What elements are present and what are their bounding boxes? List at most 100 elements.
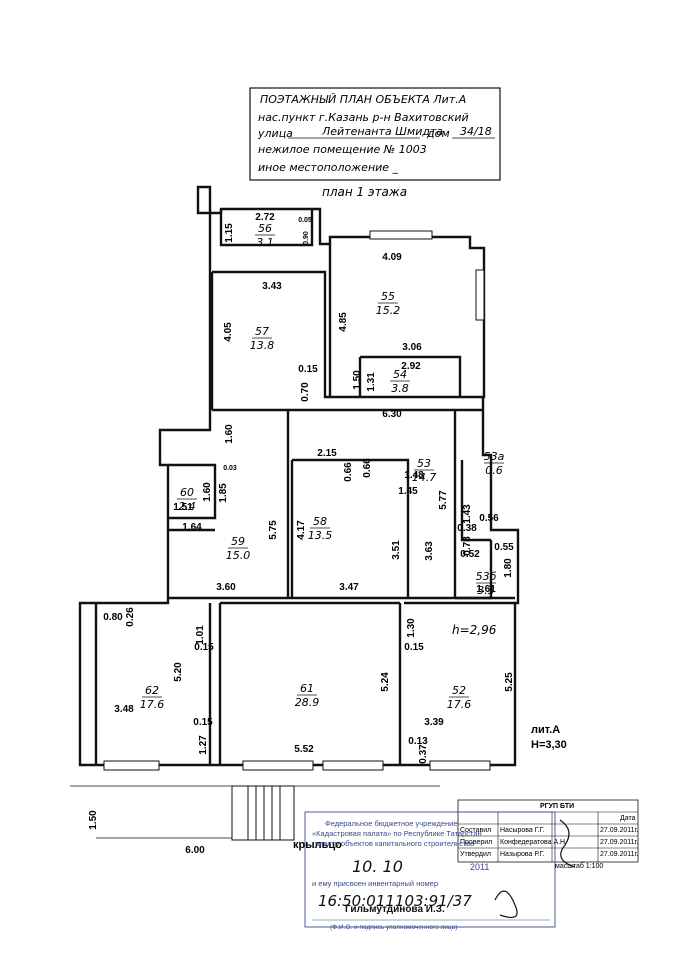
room-number: 61 <box>300 682 314 695</box>
dimension-label: 0.15 <box>194 642 214 653</box>
stamp-org: РГУП БТИ <box>540 803 574 810</box>
room-area: 17.6 <box>140 698 165 711</box>
stamp-role-3: Утвердил <box>460 851 491 858</box>
dimension-label: 5.20 <box>173 662 184 682</box>
dimension-label: 0.26 <box>125 607 136 627</box>
room-number: 59 <box>231 535 245 548</box>
dimension-label: 5.77 <box>438 490 449 510</box>
seal-handwritten-date: 10. 10 <box>352 857 403 876</box>
dimension-label: 2.92 <box>401 361 421 372</box>
room-area: 17.6 <box>447 698 472 711</box>
dimension-label: 0.66 <box>343 462 354 482</box>
room-number: 62 <box>145 684 159 697</box>
dimension-label: 0.56 <box>479 513 499 524</box>
stamp-date-2: 27.09.2011г. <box>600 839 638 846</box>
room-area: 2.4 <box>178 500 196 513</box>
dimension-label: 1.30 <box>406 618 417 638</box>
room-number: 53 <box>417 457 431 470</box>
dimension-label: 0.90 <box>303 231 310 245</box>
signature-mark-2 <box>494 890 518 918</box>
seal-line-1: Федеральное бюджетное учреждение <box>325 819 458 828</box>
dimension-label: 6.00 <box>185 845 205 856</box>
dimension-label: 1.51 <box>173 502 193 513</box>
header-house: 34/18 <box>460 125 492 138</box>
dimension-label: 0.78 <box>462 536 473 556</box>
seal-footer: (Ф.И.О. и подпись уполномоченного лица) <box>330 924 457 931</box>
dimension-label: 0.66 <box>362 458 373 478</box>
stamp-scale: масштаб 1:100 <box>555 862 603 870</box>
dimension-label: 0.80 <box>103 612 123 623</box>
dimension-label: 3.63 <box>424 541 435 561</box>
dimension-label: 2.72 <box>255 212 275 223</box>
room-area: 14.7 <box>412 471 437 484</box>
seal-signer: Гильмутдинова И.З. <box>345 904 445 915</box>
dimension-label: 1.31 <box>366 372 377 392</box>
dimension-label: 0.03 <box>223 465 237 472</box>
room-area: 15.2 <box>376 304 401 317</box>
dimension-label: 1.80 <box>503 558 514 578</box>
room-number: 52 <box>452 684 466 697</box>
dimension-label: 1.27 <box>198 735 209 755</box>
header-box: ПОЭТАЖНЫЙ ПЛАН ОБЪЕКТА Лит.А нас.пункт г… <box>249 87 501 181</box>
dimension-label: 0.15 <box>404 642 424 653</box>
building-walls <box>78 185 520 767</box>
stamp-date-3: 27.09.2011г. <box>600 851 638 858</box>
dimension-label: 1.50 <box>88 810 99 830</box>
header-street-prefix: улица <box>257 127 293 140</box>
room-area: 3.3 <box>477 584 495 597</box>
bti-stamp: РГУП БТИ Дата Составил Насырова Г.Г. 27.… <box>457 799 639 870</box>
dimension-label: 3.60 <box>216 582 236 593</box>
dimension-label: 1.45 <box>398 486 418 497</box>
dimension-label: 0.05 <box>298 217 312 224</box>
dimension-label: 0.38 <box>457 523 477 534</box>
windows <box>103 230 491 771</box>
dimension-label: 0.13 <box>408 736 428 747</box>
dimension-label: 4.85 <box>338 312 349 332</box>
dimension-label: 5.52 <box>294 744 314 755</box>
ceiling-height: h=2,96 <box>452 623 497 637</box>
room-number: 58 <box>313 515 327 528</box>
room-area: 13.8 <box>250 339 275 352</box>
dimension-label: 0.70 <box>300 382 311 402</box>
seal-line-3: реестр объектов капитального строительст… <box>315 839 475 848</box>
dimension-label: 5.24 <box>380 672 391 692</box>
dimension-label: 3.47 <box>339 582 359 593</box>
dimension-label: 3.51 <box>391 540 402 560</box>
dimension-label: 1.50 <box>352 370 363 390</box>
dimension-label: 0.15 <box>298 364 318 375</box>
header-other-location: иное местоположение _ <box>258 161 399 174</box>
signature-mark <box>559 819 576 868</box>
seal-number-label: и ему присвоен инвентарный номер <box>312 879 438 888</box>
dimension-label: 6.30 <box>382 409 402 420</box>
plan-title: план 1 этажа <box>322 185 407 199</box>
header-title: ПОЭТАЖНЫЙ ПЛАН ОБЪЕКТА Лит.А <box>260 93 466 106</box>
stamp-role-1: Составил <box>460 827 491 834</box>
room-labels: 563.15515.25713.8543.85314.753а0.6602.45… <box>140 222 505 711</box>
cadastral-seal: Федеральное бюджетное учреждение «Кадаст… <box>304 811 576 931</box>
room-number: 53а <box>484 450 505 463</box>
room-area: 13.5 <box>308 529 333 542</box>
dimension-label: 1.43 <box>462 504 473 524</box>
dimension-label: 0.52 <box>460 549 480 560</box>
lit-height: H=3,30 <box>531 739 567 751</box>
stamp-name-1: Насырова Г.Г. <box>500 827 545 834</box>
dimension-label: 0.15 <box>193 717 213 728</box>
porch <box>70 785 440 841</box>
dimension-label: 1.60 <box>224 424 235 444</box>
room-area: 0.6 <box>485 464 503 477</box>
seal-line-2: «Кадастровая палата» по Республике Татар… <box>312 829 482 838</box>
stamp-name-2: Конфедератова А.Н. <box>500 839 567 846</box>
dimension-label: 3.06 <box>402 342 422 353</box>
stamp-role-2: Проверил <box>460 839 492 846</box>
stamp-name-3: Назырова Р.Г. <box>500 851 545 858</box>
seal-year: 2011 <box>470 862 489 872</box>
room-number: 57 <box>255 325 269 338</box>
room-area: 15.0 <box>226 549 251 562</box>
room-number: 54 <box>393 368 407 381</box>
room-number: 60 <box>180 486 194 499</box>
stamp-date-header: Дата <box>620 815 636 822</box>
lit-label: лит.А <box>531 724 560 736</box>
